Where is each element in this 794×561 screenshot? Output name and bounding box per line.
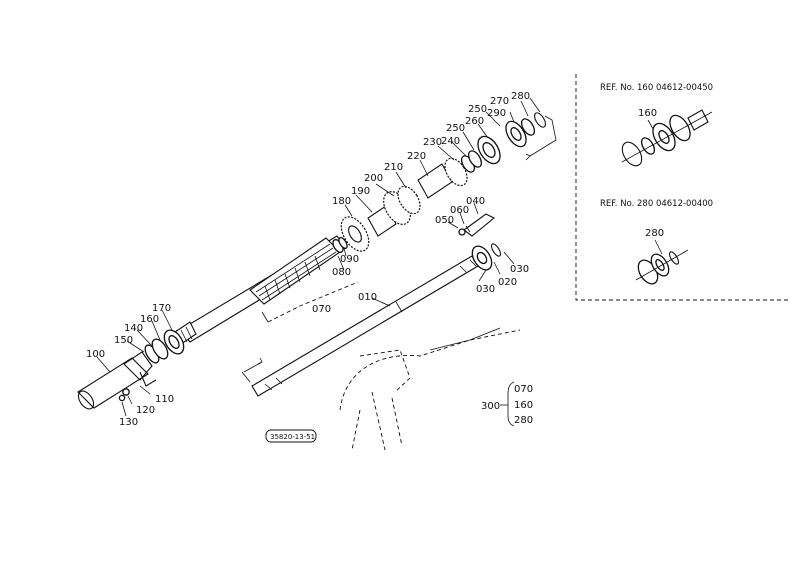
bracket-070 bbox=[261, 311, 269, 323]
housing-outline bbox=[339, 327, 521, 451]
label-290: 290 bbox=[487, 108, 506, 119]
label-180: 180 bbox=[332, 196, 351, 207]
label-240: 240 bbox=[441, 136, 460, 147]
label-030b: 030 bbox=[510, 264, 529, 275]
drawing-code-text: 35820-13-51 bbox=[270, 433, 315, 441]
housing-part-100 bbox=[77, 351, 157, 410]
label-140: 140 bbox=[124, 323, 143, 334]
label-060: 060 bbox=[450, 205, 469, 216]
label-250a: 250 bbox=[446, 123, 465, 134]
label-280: 280 bbox=[511, 91, 530, 102]
assembly-item-070: 070 bbox=[514, 384, 533, 395]
bearing-170 bbox=[163, 329, 185, 355]
label-110: 110 bbox=[155, 394, 174, 405]
label-150: 150 bbox=[114, 335, 133, 346]
label-270: 270 bbox=[490, 96, 509, 107]
label-170: 170 bbox=[152, 303, 171, 314]
label-250b: 250 bbox=[468, 104, 487, 115]
label-010: 010 bbox=[358, 292, 377, 303]
gear-180 bbox=[340, 216, 370, 252]
label-260: 260 bbox=[465, 116, 484, 127]
label-190: 190 bbox=[351, 186, 370, 197]
label-130: 130 bbox=[119, 417, 138, 428]
label-050: 050 bbox=[435, 215, 454, 226]
label-030a: 030 bbox=[476, 284, 495, 295]
bracket-right bbox=[529, 115, 557, 157]
ref-280-label: 280 bbox=[645, 228, 664, 239]
bearing-260 bbox=[477, 135, 501, 165]
washer-240-250 bbox=[460, 150, 483, 173]
label-220: 220 bbox=[407, 151, 426, 162]
reference-box: REF. No. 160 04612-00450 160 REF. No. 28… bbox=[575, 74, 790, 301]
leader-lower-left bbox=[241, 361, 263, 383]
label-040: 040 bbox=[466, 196, 485, 207]
label-210: 210 bbox=[384, 162, 403, 173]
assembly-callout: 300 070 160 280 bbox=[481, 381, 533, 427]
collar-090-080 bbox=[332, 237, 348, 253]
fork-040 bbox=[458, 213, 496, 237]
label-020: 020 bbox=[498, 277, 517, 288]
label-120: 120 bbox=[136, 405, 155, 416]
assembly-main-label: 300 bbox=[481, 401, 500, 412]
label-090: 090 bbox=[340, 254, 359, 265]
leader-070 bbox=[267, 281, 359, 323]
drawing-code-stamp: 35820-13-51 bbox=[265, 429, 317, 443]
ref-160-label: 160 bbox=[638, 108, 657, 119]
label-200: 200 bbox=[364, 173, 383, 184]
leader-lines bbox=[96, 97, 541, 417]
bearing-150 bbox=[151, 338, 169, 360]
snapring-280 bbox=[534, 112, 546, 128]
gear-210 bbox=[397, 185, 421, 215]
assembly-item-280: 280 bbox=[514, 415, 533, 426]
label-160: 160 bbox=[140, 314, 159, 325]
label-230: 230 bbox=[423, 137, 442, 148]
nut-120-130 bbox=[118, 388, 130, 402]
assembly-item-160: 160 bbox=[514, 400, 533, 411]
label-080: 080 bbox=[332, 267, 351, 278]
label-100: 100 bbox=[86, 349, 105, 360]
bearing-020-030 bbox=[471, 243, 502, 271]
bearing-290-270 bbox=[505, 118, 536, 148]
ref-280-title: REF. No. 280 04612-00400 bbox=[600, 199, 713, 209]
ref-160-title: REF. No. 160 04612-00450 bbox=[600, 83, 713, 93]
spline-pattern bbox=[255, 243, 337, 301]
label-070: 070 bbox=[312, 304, 331, 315]
main-shaft bbox=[171, 235, 346, 347]
